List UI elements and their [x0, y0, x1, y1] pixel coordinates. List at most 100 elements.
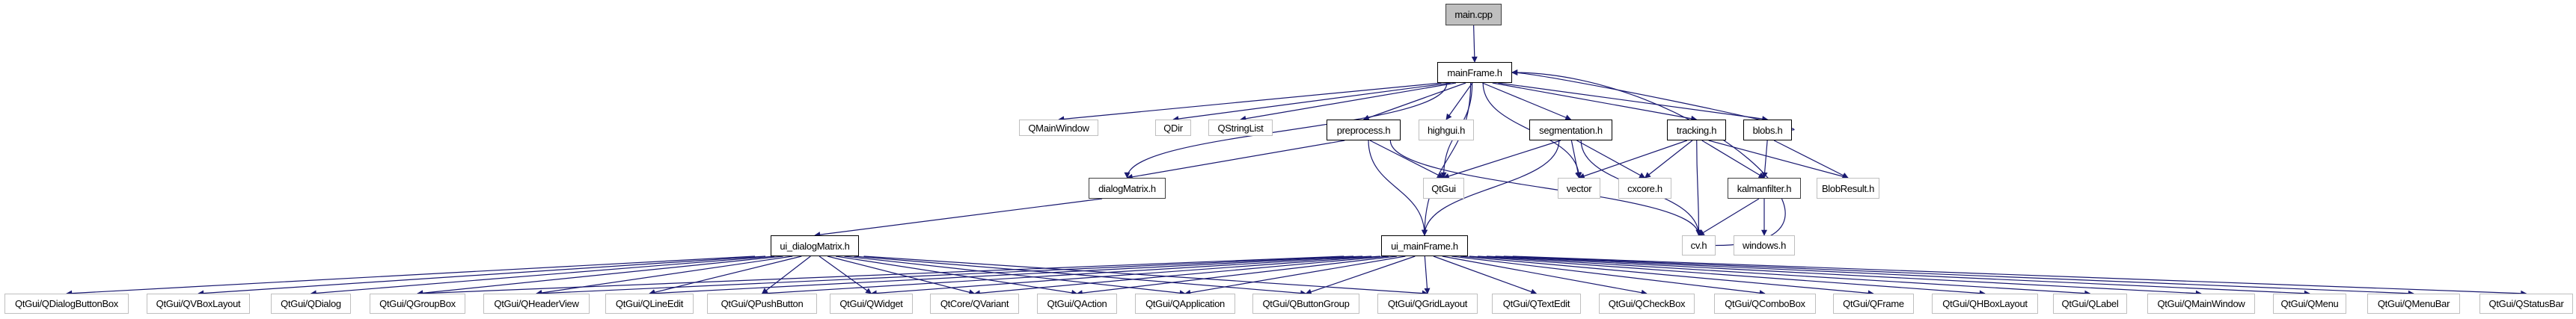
node-qgroupbox: QtGui/QGroupBox: [370, 294, 465, 314]
edge-ui-mainframe-h-to-qlabel: [1478, 255, 2091, 297]
edge-ui-dialogmatrix-h-to-qdialogbuttonbox: [66, 255, 756, 297]
edge-mainframe-h-to-segmentation-h: [1482, 82, 1572, 120]
edge-ui-mainframe-h-to-qcheckbox: [1442, 255, 1648, 296]
edge-ui-mainframe-h-to-qvariant: [973, 255, 1389, 297]
edge-preprocess-h-to-qtgui: [1369, 140, 1445, 179]
node-qvariant: QtCore/QVariant: [930, 294, 1019, 314]
node-qwidget: QtGui/QWidget: [830, 294, 913, 314]
edge-tracking-h-to-blobresult-h: [1708, 140, 1849, 179]
edge-kalmanfilter-h-to-cv-h: [1698, 198, 1760, 236]
edge-ui-mainframe-h-to-qgridlayout: [1424, 255, 1431, 294]
edge-ui-mainframe-h-to-qhboxlayout: [1469, 255, 1986, 297]
edge-segmentation-h-to-ui-mainframe-h: [1422, 140, 1560, 236]
node-highgui-h: highgui.h: [1419, 120, 1474, 140]
node-qmainwindow2: QtGui/QMainWindow: [2147, 294, 2255, 314]
node-mainframe-h[interactable]: mainFrame.h: [1437, 62, 1512, 83]
node-blobresult-h: BlobResult.h: [1817, 178, 1879, 199]
node-qmainwindow: QMainWindow: [1019, 120, 1098, 136]
edge-ui-mainframe-h-to-qpushbutton: [761, 255, 1372, 297]
edge-blobs-h-to-blobresult-h: [1773, 140, 1849, 179]
node-qaction: QtGui/QAction: [1037, 294, 1117, 314]
node-qcheckbox: QtGui/QCheckBox: [1599, 294, 1695, 314]
node-qstringlist: QStringList: [1208, 120, 1273, 136]
edge-ui-mainframe-h-to-qframe: [1460, 255, 1874, 297]
node-qstatusbar: QtGui/QStatusBar: [2479, 294, 2573, 314]
node-qcombobox: QtGui/QComboBox: [1714, 294, 1816, 314]
edge-layer: [66, 25, 2527, 297]
node-qframe: QtGui/QFrame: [1833, 294, 1914, 314]
node-windows-h: windows.h: [1734, 235, 1795, 255]
edge-ui-dialogmatrix-h-to-qaction: [835, 255, 1078, 296]
edge-ui-dialogmatrix-h-to-qwidget: [819, 255, 872, 294]
edge-segmentation-h-to-cxcore-h: [1576, 140, 1646, 179]
node-qlineedit: QtGui/QLineEdit: [605, 294, 694, 314]
node-qtextedit: QtGui/QTextEdit: [1492, 294, 1581, 314]
edge-ui-dialogmatrix-h-to-qdialog: [310, 255, 775, 297]
node-qtgui: QtGui: [1423, 178, 1464, 199]
edge-preprocess-h-to-cv-h: [1389, 140, 1702, 236]
node-ui-dialogmatrix-h[interactable]: ui_dialogMatrix.h: [771, 235, 859, 256]
edge-ui-mainframe-h-to-qheaderview: [536, 255, 1354, 297]
edge-mainframe-h-to-qmainwindow: [1058, 82, 1442, 123]
node-ui-mainframe-h[interactable]: ui_mainFrame.h: [1381, 235, 1468, 256]
edge-mainframe-h-to-highgui-h: [1445, 82, 1473, 120]
node-qheaderview: QtGui/QHeaderView: [483, 294, 590, 314]
edge-ui-mainframe-h-to-qwidget: [870, 255, 1380, 297]
edge-ui-mainframe-h-to-qmenu: [1495, 255, 2310, 297]
edge-mainframe-h-to-dialogmatrix-h: [1124, 82, 1448, 179]
edge-ui-mainframe-h-to-qaction: [1076, 255, 1397, 297]
edge-tracking-h-to-vector: [1578, 140, 1688, 179]
node-qmenu: QtGui/QMenu: [2273, 294, 2346, 314]
edge-ui-dialogmatrix-h-to-qapplication: [844, 255, 1186, 297]
edge-mainframe-h-to-blobs-h: [1498, 82, 1769, 122]
edge-tracking-h-to-cxcore-h: [1644, 140, 1693, 179]
node-qlabel: QtGui/QLabel: [2053, 294, 2127, 314]
edge-ui-mainframe-h-to-qlineedit: [649, 255, 1363, 297]
node-kalmanfilter-h[interactable]: kalmanfilter.h: [1728, 178, 1801, 199]
edge-ui-mainframe-h-to-qbuttongroup: [1305, 255, 1416, 295]
node-qpushbutton: QtGui/QPushButton: [707, 294, 817, 314]
node-qgridlayout: QtGui/QGridLayout: [1377, 294, 1478, 314]
edge-mainframe-h-to-qdir: [1172, 82, 1451, 123]
edge-ui-mainframe-h-to-qtextedit: [1433, 255, 1538, 295]
edge-ui-mainframe-h-to-qstatusbar: [1512, 255, 2527, 297]
edge-mainframe-h-to-preprocess-h: [1362, 82, 1466, 121]
edge-preprocess-h-to-dialogmatrix-h: [1126, 140, 1345, 180]
node-cxcore-h: cxcore.h: [1618, 178, 1671, 199]
edge-ui-dialogmatrix-h-to-qgridlayout: [863, 255, 1428, 297]
node-dialogmatrix-h[interactable]: dialogMatrix.h: [1089, 178, 1166, 199]
node-qmenubar: QtGui/QMenuBar: [2367, 294, 2460, 314]
node-main-cpp[interactable]: main.cpp: [1445, 4, 1502, 25]
node-tracking-h[interactable]: tracking.h: [1667, 120, 1726, 140]
edge-segmentation-h-to-qtgui: [1443, 140, 1561, 179]
edge-ui-dialogmatrix-h-to-qpushbutton: [761, 255, 811, 294]
edge-ui-dialogmatrix-h-to-qbuttongroup: [854, 255, 1307, 297]
edge-ui-mainframe-h-to-qmainwindow2: [1487, 255, 2202, 297]
node-segmentation-h[interactable]: segmentation.h: [1529, 120, 1612, 140]
edge-cv-h-to-mainframe-h: [1511, 69, 1786, 247]
edge-mainframe-h-to-ui-mainframe-h: [1422, 82, 1472, 236]
node-qvboxlayout: QtGui/QVBoxLayout: [147, 294, 250, 314]
node-blobs-h[interactable]: blobs.h: [1743, 120, 1792, 140]
edge-ui-dialogmatrix-h-to-qvboxlayout: [198, 255, 766, 297]
node-cv-h: cv.h: [1682, 235, 1716, 255]
edge-main-cpp-to-mainframe-h: [1471, 25, 1478, 63]
edge-ui-mainframe-h-to-qapplication: [1184, 255, 1406, 296]
edge-blobs-h-to-kalmanfilter-h: [1761, 140, 1768, 179]
edge-mainframe-h-to-tracking-h: [1492, 82, 1698, 122]
node-qdialog: QtGui/QDialog: [271, 294, 351, 314]
node-preprocess-h[interactable]: preprocess.h: [1327, 120, 1401, 140]
edge-ui-mainframe-h-to-qgroupbox: [417, 255, 1344, 297]
node-qdialogbuttonbox: QtGui/QDialogButtonBox: [4, 294, 129, 314]
edge-mainframe-h-to-qstringlist: [1240, 82, 1457, 122]
node-qapplication: QtGui/QApplication: [1135, 294, 1235, 314]
edge-tracking-h-to-cv-h: [1695, 140, 1702, 236]
edge-segmentation-h-to-vector: [1570, 140, 1581, 179]
edge-tracking-h-to-kalmanfilter-h: [1701, 140, 1765, 179]
edge-ui-mainframe-h-to-qcombobox: [1451, 255, 1766, 297]
node-qhboxlayout: QtGui/QHBoxLayout: [1932, 294, 2038, 314]
edge-ui-dialogmatrix-h-to-qgroupbox: [417, 255, 783, 297]
edge-preprocess-h-to-ui-mainframe-h: [1368, 140, 1428, 236]
node-qbuttongroup: QtGui/QButtonGroup: [1252, 294, 1359, 314]
